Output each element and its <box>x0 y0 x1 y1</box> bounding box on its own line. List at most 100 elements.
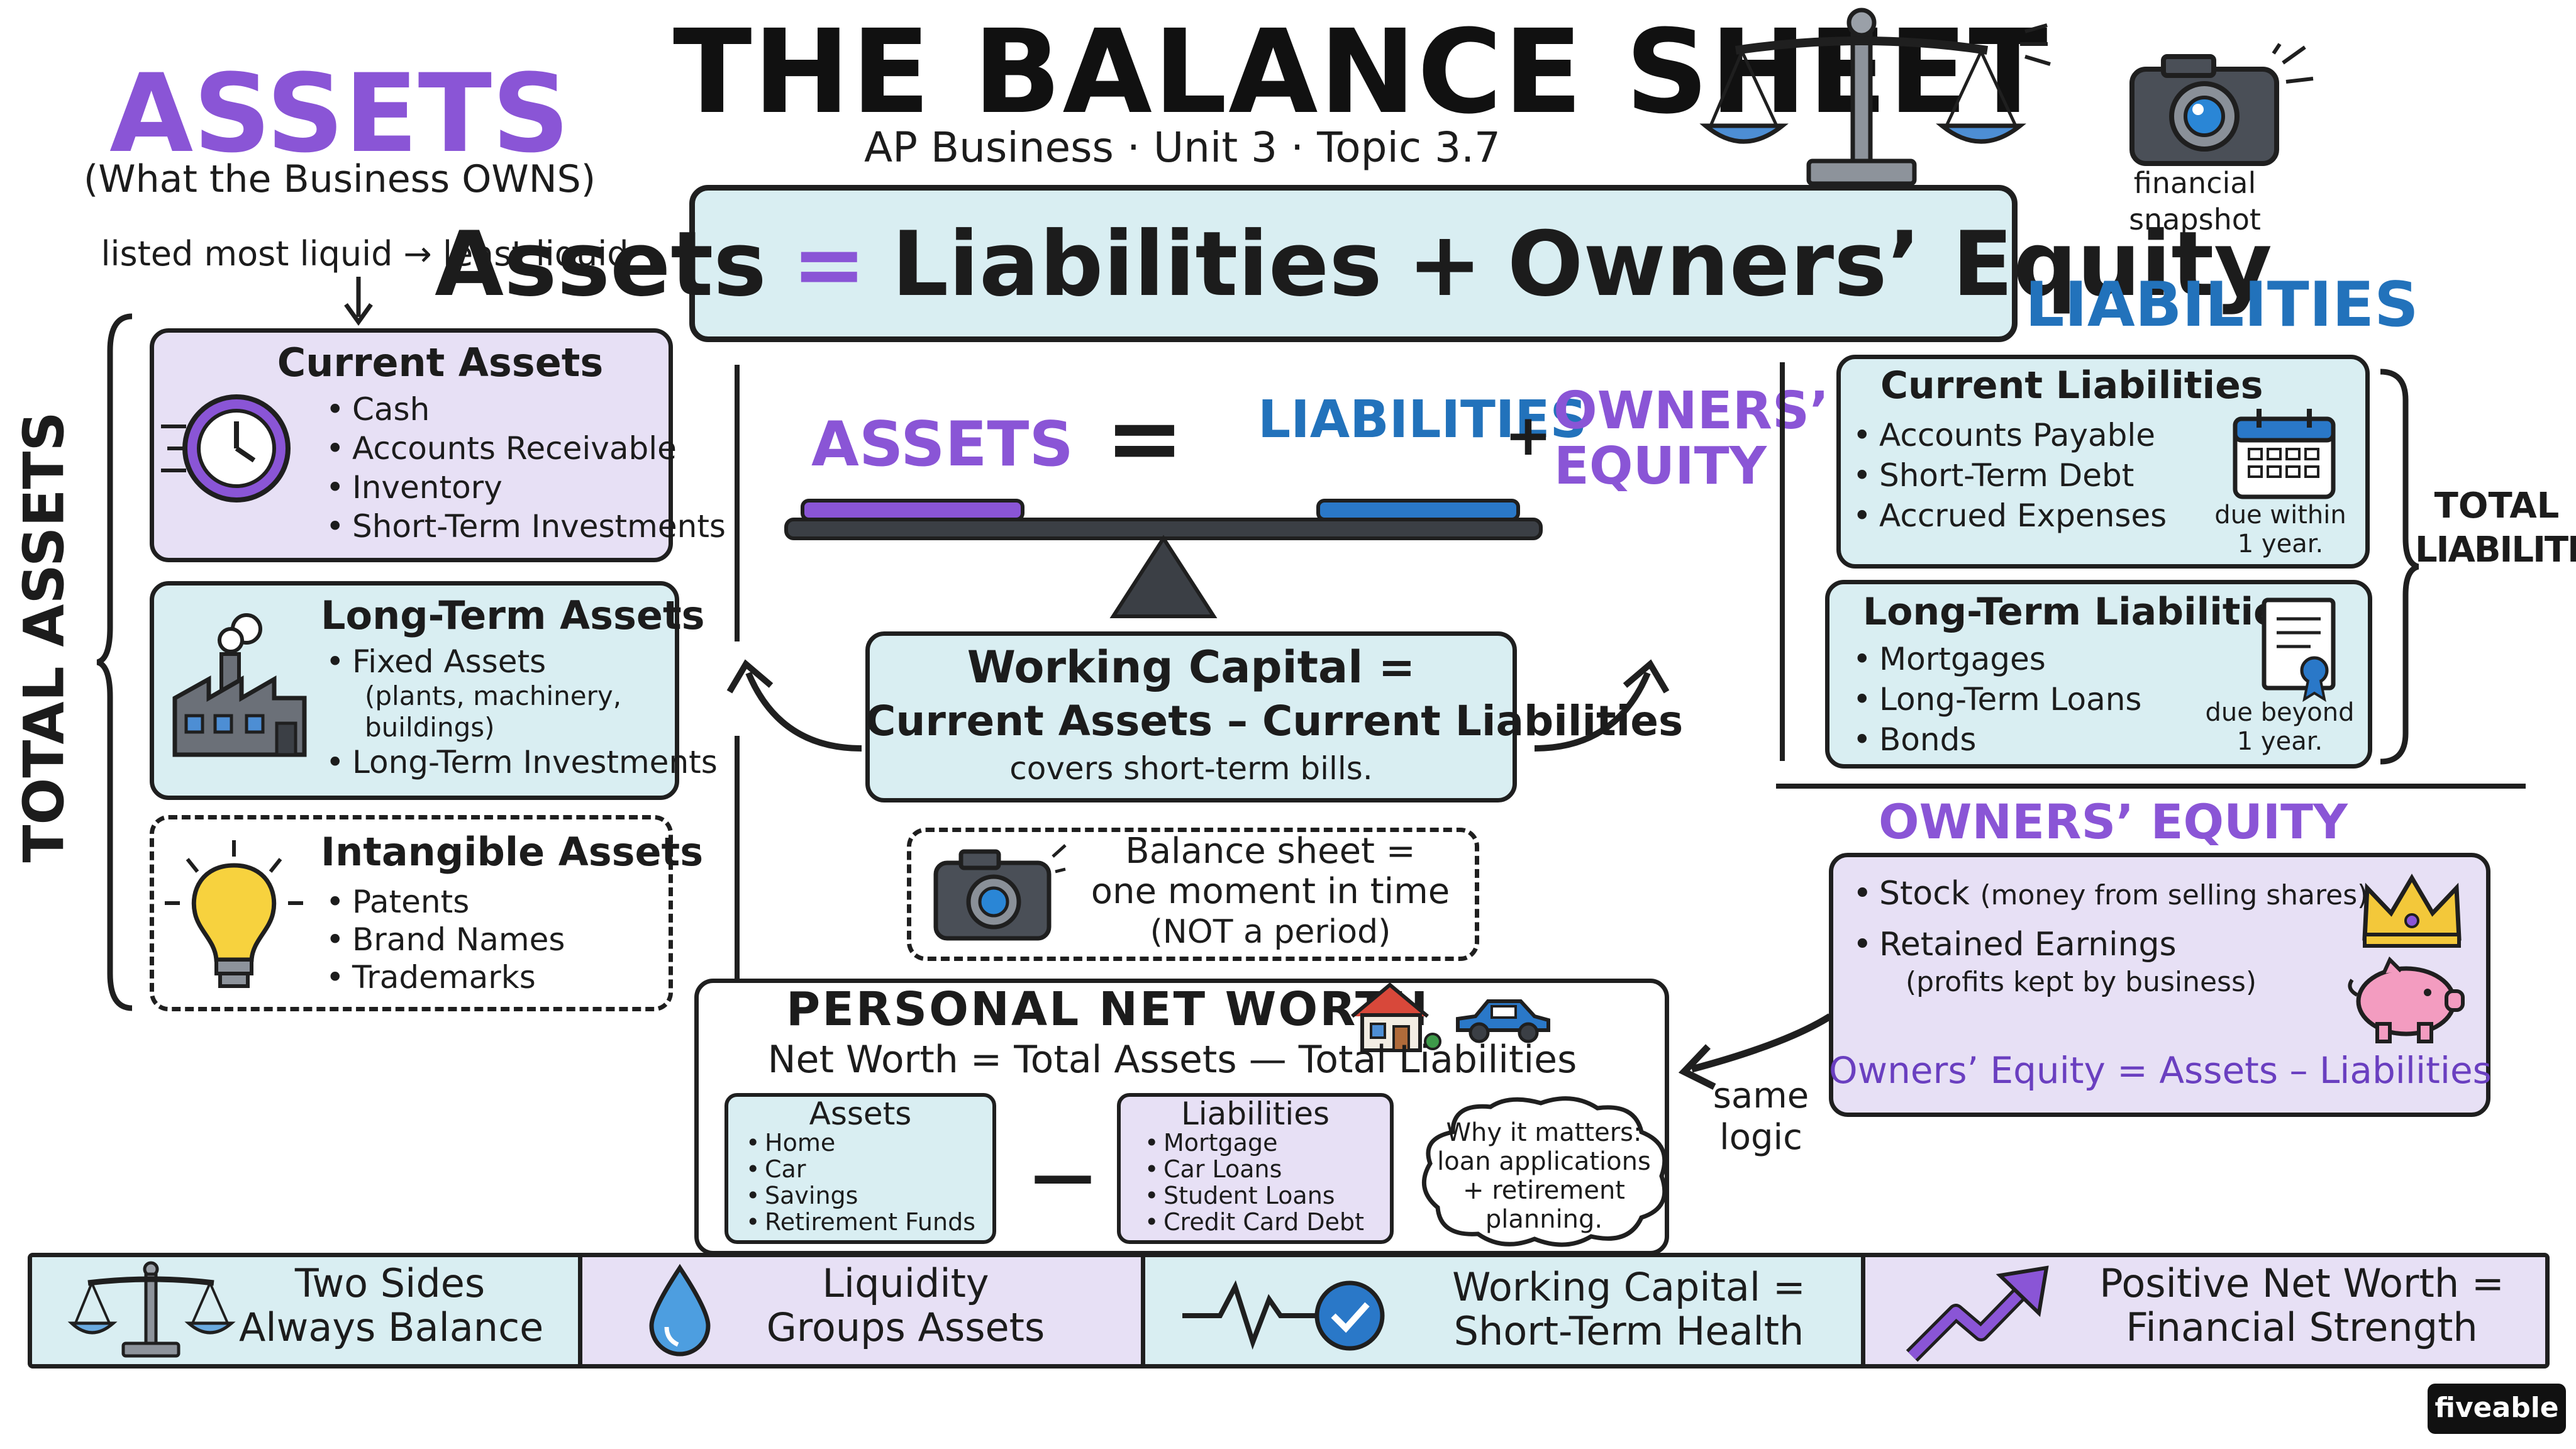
list-item: Credit Card Debt <box>1145 1209 1364 1235</box>
net-worth-title: PERSONAL NET WORTH <box>786 982 1430 1036</box>
current-assets-title: Current Assets <box>277 340 604 386</box>
long-term-assets-list: Fixed Assets (plants, machinery, buildin… <box>323 643 718 781</box>
owners-equity-heading: OWNERS’ EQUITY <box>1879 794 2348 850</box>
seesaw-balance-icon <box>784 499 1543 618</box>
equation-text: Assets = Liabilities + Owners’ Equity <box>435 212 2272 316</box>
list-item: Student Loans <box>1145 1182 1364 1209</box>
list-item: Bonds <box>1850 719 2141 760</box>
list-item: Mortgages <box>1850 639 2141 679</box>
fixed-assets-detail: buildings) <box>365 712 495 743</box>
list-item: Patents <box>323 883 565 921</box>
list-item: Short-Term Debt <box>1850 455 2167 496</box>
list-item: Home <box>746 1130 975 1156</box>
equation-banner <box>689 185 2018 342</box>
list-item: Car Loans <box>1145 1156 1364 1182</box>
water-drop-icon <box>649 1263 711 1357</box>
balance-scale-icon <box>67 1261 236 1358</box>
current-assets-list: Cash Accounts Receivable Inventory Short… <box>323 390 726 546</box>
list-item: Trademarks <box>323 958 565 996</box>
intangible-assets-title: Intangible Assets <box>321 829 704 875</box>
retained-earnings-detail: (profits kept by business) <box>1906 966 2257 998</box>
personal-assets-list: Home Car Savings Retirement Funds <box>746 1130 975 1235</box>
cloud-bubble <box>1421 1096 1667 1247</box>
list-item: Inventory <box>323 468 726 507</box>
arrow-down-icon <box>344 277 373 326</box>
total-assets-bracket <box>96 313 133 1011</box>
list-item: Car <box>746 1156 975 1182</box>
fixed-assets-detail: (plants, machinery, <box>365 680 622 711</box>
curved-arrow-right-icon <box>1534 659 1670 752</box>
footer-text-working-capital: Working Capital = Short-Term Health <box>1452 1264 1806 1354</box>
camera-icon <box>2129 43 2314 166</box>
curved-arrow-left-icon <box>726 659 862 752</box>
footer-text-balance: Two Sides Always Balance <box>239 1260 544 1350</box>
long-term-assets-title: Long-Term Assets <box>321 592 705 638</box>
list-item: Accrued Expenses <box>1850 496 2167 536</box>
total-liabilities-label: TOTAL LIABILITIES <box>2415 486 2576 570</box>
owners-equity-formula: Owners’ Equity = Assets – Liabilities <box>1829 1049 2492 1092</box>
list-item: Retirement Funds <box>746 1209 975 1235</box>
current-liabilities-title: Current Liabilities <box>1880 364 2263 408</box>
personal-assets-title: Assets <box>809 1096 912 1132</box>
lightbulb-icon <box>165 840 303 988</box>
camera-icon <box>933 844 1067 941</box>
brand-logo: fiveable <box>2428 1384 2566 1434</box>
footer-item-net-worth <box>1865 1257 2545 1364</box>
center-equals-sign: = <box>1105 384 1184 493</box>
center-divider-lines <box>735 365 740 981</box>
same-logic-label: same logic <box>1713 1075 1809 1158</box>
list-item: Mortgage <box>1145 1130 1364 1156</box>
owners-equity-list: Stock (money from selling shares) Retain… <box>1850 873 2368 965</box>
same-logic-arrow-icon <box>1678 1013 1832 1090</box>
why-it-matters-text: Why it matters: loan applications + reti… <box>1437 1118 1651 1234</box>
list-item: Fixed Assets <box>323 643 718 680</box>
total-assets-label: TOTAL ASSETS <box>11 411 77 863</box>
list-item: Short-Term Investments <box>323 507 726 546</box>
list-item: Accounts Payable <box>1850 415 2167 455</box>
page-subtitle: AP Business · Unit 3 · Topic 3.7 <box>863 123 1501 172</box>
right-divider-lines <box>1776 362 2526 789</box>
heartbeat-check-icon <box>1182 1280 1385 1351</box>
liabilities-heading: LIABILITIES <box>2025 269 2419 341</box>
factory-icon <box>172 613 307 757</box>
center-assets-label: ASSETS <box>811 409 1074 480</box>
liquidity-order-note: listed most liquid → least liquid <box>101 234 629 274</box>
list-item: Accounts Receivable <box>323 429 726 468</box>
minus-sign: — <box>1031 1138 1094 1212</box>
long-term-liabilities-list: Mortgages Long-Term Loans Bonds <box>1850 639 2141 760</box>
list-item: Retained Earnings <box>1850 924 2368 965</box>
calendar-icon <box>2233 409 2336 499</box>
net-worth-formula: Net Worth = Total Assets — Total Liabili… <box>767 1038 1577 1082</box>
moment-in-time-text: Balance sheet = one moment in time (NOT … <box>1091 831 1450 952</box>
list-item: Long-Term Loans <box>1850 679 2141 719</box>
list-item: Stock (money from selling shares) <box>1850 873 2368 916</box>
crown-icon <box>2362 874 2462 948</box>
trend-up-icon <box>1906 1265 2049 1362</box>
personal-liabilities-list: Mortgage Car Loans Student Loans Credit … <box>1145 1130 1364 1235</box>
total-liabilities-bracket <box>2380 369 2419 765</box>
snapshot-label: financial snapshot <box>2129 166 2261 236</box>
list-item: Brand Names <box>323 921 565 958</box>
current-liabilities-list: Accounts Payable Short-Term Debt Accrued… <box>1850 415 2167 536</box>
working-capital-text: Working Capital = Current Assets – Curre… <box>865 641 1684 787</box>
house-icon <box>1351 982 1441 1052</box>
page-title: THE BALANCE SHEET <box>673 5 2049 140</box>
personal-liabilities-title: Liabilities <box>1180 1096 1330 1132</box>
list-item: Cash <box>323 390 726 429</box>
assets-heading: ASSETS <box>109 50 570 177</box>
clock-icon <box>161 394 291 502</box>
center-plus-sign: + <box>1504 402 1552 469</box>
certificate-icon <box>2262 597 2336 702</box>
center-equity-label: OWNERS’ EQUITY <box>1553 381 1829 496</box>
balance-scale-icon <box>1699 8 2051 186</box>
car-icon <box>1456 999 1550 1043</box>
working-capital-card <box>865 631 1517 802</box>
list-item: Long-Term Investments <box>323 743 718 781</box>
center-liabilities-label: LIABILITIES <box>1258 390 1587 450</box>
long-term-liabilities-note: due beyond 1 year. <box>2205 698 2355 756</box>
footer-text-liquidity: Liquidity Groups Assets <box>766 1260 1045 1350</box>
long-term-liabilities-title: Long-Term Liabilities <box>1863 590 2302 634</box>
intangible-assets-list: Patents Brand Names Trademarks <box>323 883 565 996</box>
piggy-bank-icon <box>2348 956 2465 1043</box>
current-liabilities-note: due within 1 year. <box>2214 501 2346 558</box>
